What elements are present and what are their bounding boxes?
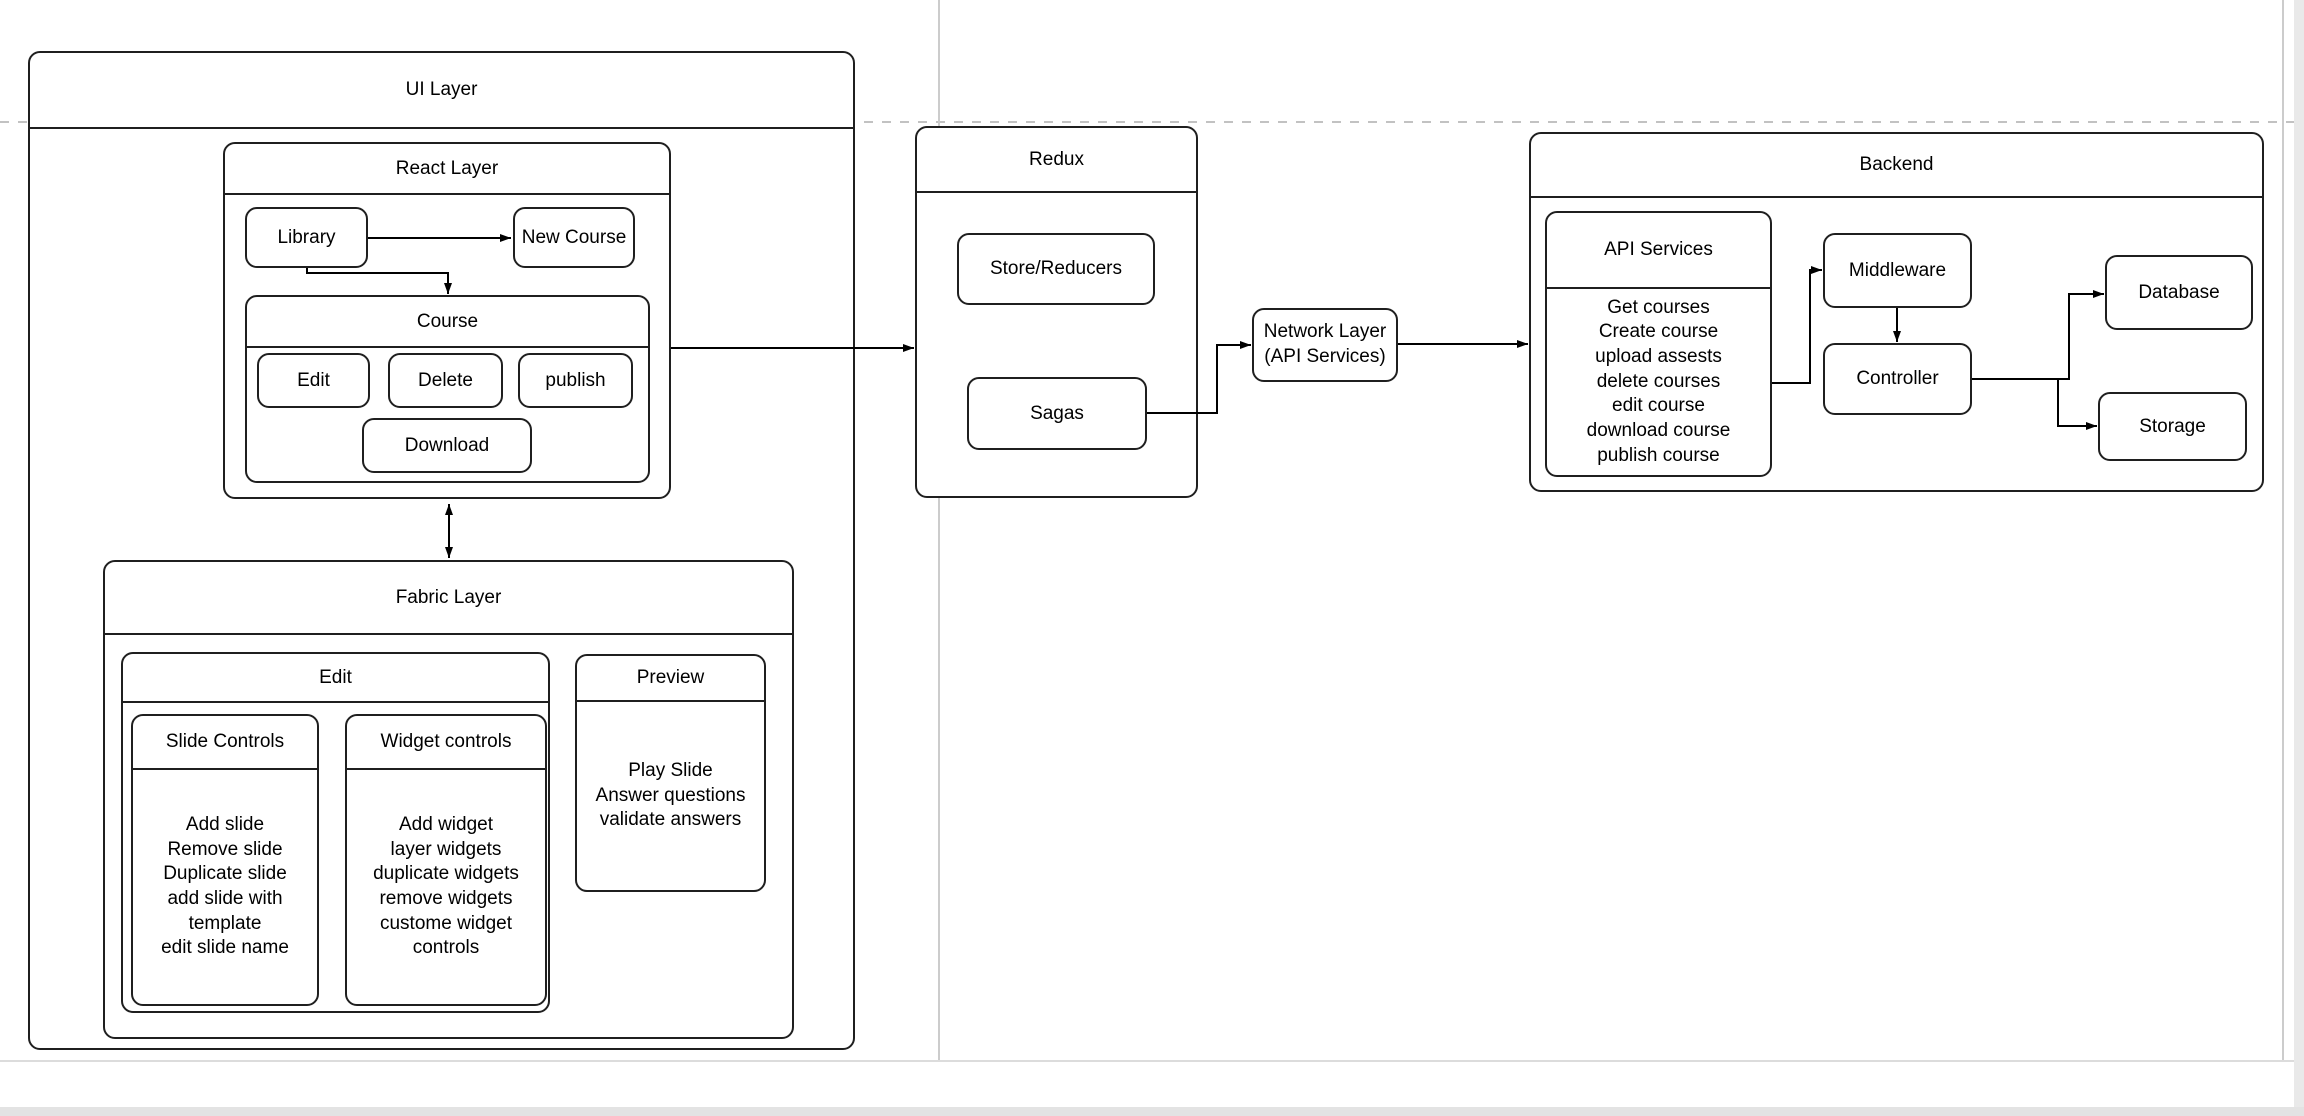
sagas-node[interactable]: Sagas	[967, 377, 1147, 450]
course-delete-node[interactable]: Delete	[388, 353, 503, 408]
course-title: Course	[247, 297, 648, 348]
widget-controls-title: Widget controls	[347, 716, 545, 770]
database-label: Database	[2138, 281, 2220, 303]
slide-controls-list: Add slide Remove slide Duplicate slide a…	[161, 813, 289, 959]
new-course-node[interactable]: New Course	[513, 207, 635, 268]
course-download-node[interactable]: Download	[362, 418, 532, 473]
middleware-label: Middleware	[1848, 259, 1947, 281]
api-services-title: API Services	[1547, 213, 1770, 289]
database-node[interactable]: Database	[2105, 255, 2253, 330]
api-services-list: Get courses Create course upload assests…	[1586, 296, 1731, 466]
store-reducers-node[interactable]: Store/Reducers	[957, 233, 1155, 305]
slide-controls-container[interactable]: Slide Controls Add slide Remove slide Du…	[131, 714, 319, 1006]
preview-list: Play Slide Answer questions validate ans…	[595, 759, 746, 831]
widget-controls-container[interactable]: Widget controls Add widget layer widgets…	[345, 714, 547, 1006]
controller-label: Controller	[1856, 368, 1939, 389]
ui-layer-title: UI Layer	[30, 53, 853, 129]
sagas-label: Sagas	[1030, 402, 1084, 424]
api-services-container[interactable]: API Services Get courses Create course u…	[1545, 211, 1772, 477]
react-layer-title: React Layer	[225, 144, 669, 195]
storage-label: Storage	[2139, 415, 2206, 437]
canvas-right-gutter	[2294, 0, 2304, 1116]
middleware-node[interactable]: Middleware	[1823, 233, 1972, 308]
fabric-layer-title: Fabric Layer	[105, 562, 792, 635]
fabric-edit-title: Edit	[123, 654, 548, 703]
course-publish-node[interactable]: publish	[518, 353, 633, 408]
course-edit-node[interactable]: Edit	[257, 353, 370, 408]
controller-node[interactable]: Controller	[1823, 343, 1972, 415]
redux-title: Redux	[917, 128, 1196, 193]
new-course-label: New Course	[521, 226, 627, 248]
backend-title: Backend	[1531, 134, 2262, 198]
course-publish-label: publish	[545, 369, 606, 391]
canvas-bottom-gutter	[0, 1107, 2304, 1116]
library-label: Library	[277, 226, 336, 248]
slide-controls-title: Slide Controls	[133, 716, 317, 770]
course-edit-label: Edit	[297, 369, 330, 391]
preview-container[interactable]: Preview Play Slide Answer questions vali…	[575, 654, 766, 892]
storage-node[interactable]: Storage	[2098, 392, 2247, 461]
course-delete-label: Delete	[418, 369, 473, 391]
network-layer-label: Network Layer (API Services)	[1263, 321, 1387, 367]
course-download-label: Download	[404, 434, 490, 456]
preview-title: Preview	[577, 656, 764, 702]
store-reducers-label: Store/Reducers	[989, 258, 1122, 279]
network-layer-node[interactable]: Network Layer (API Services)	[1252, 308, 1398, 382]
widget-controls-list: Add widget layer widgets duplicate widge…	[373, 813, 519, 959]
library-node[interactable]: Library	[245, 207, 368, 268]
